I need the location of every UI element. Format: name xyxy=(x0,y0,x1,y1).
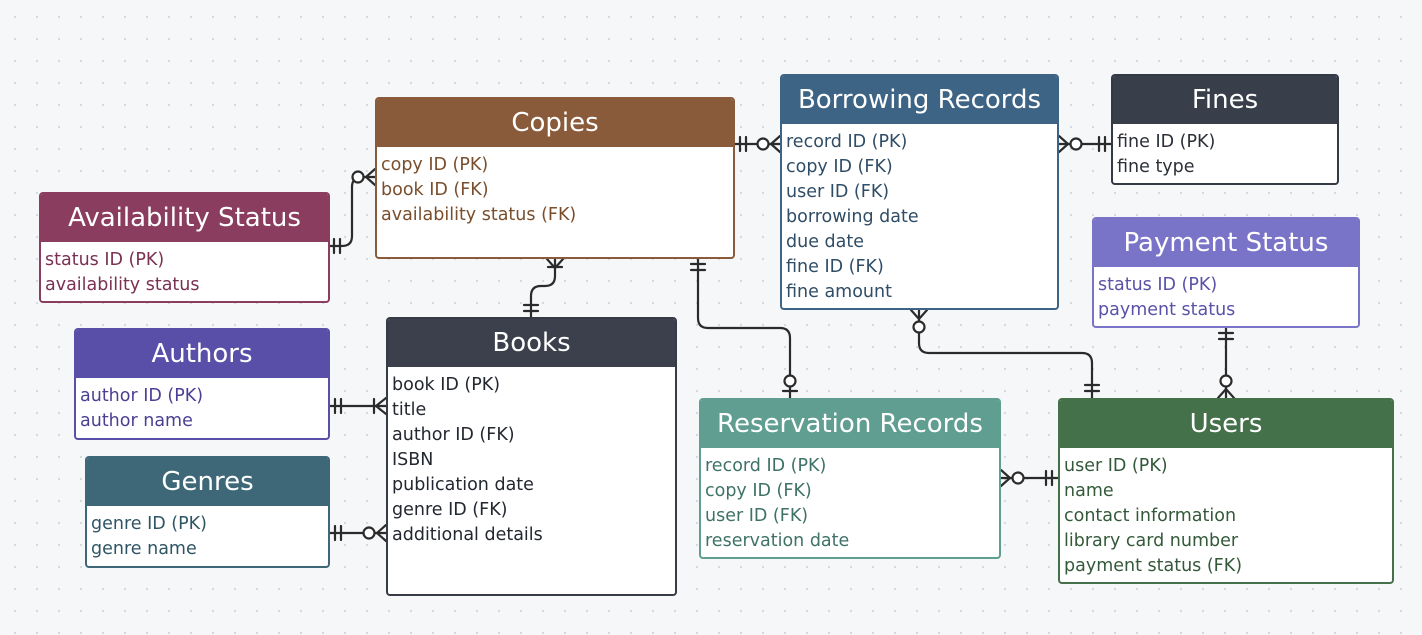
attribute-row: additional details xyxy=(392,525,543,545)
rel-copies-reservation xyxy=(689,257,799,400)
entity-authors[interactable]: Authors author ID (PK) author name xyxy=(74,328,330,440)
attribute-row: record ID (PK) xyxy=(705,456,827,476)
entity-reservation-records[interactable]: Reservation Records record ID (PK) copy I… xyxy=(699,398,1001,559)
attribute-row: publication date xyxy=(392,475,534,495)
attribute-row: reservation date xyxy=(705,531,850,551)
entity-users[interactable]: Users user ID (PK) name contact informatio… xyxy=(1058,398,1394,584)
attribute-row: author ID (PK) xyxy=(80,386,204,406)
entity-copies[interactable]: Copies copy ID (PK) book ID (FK) availabil… xyxy=(375,97,735,259)
entity-title: Genres xyxy=(87,458,328,506)
attribute-row: fine ID (FK) xyxy=(786,257,884,277)
rel-fines-borrowing xyxy=(1057,134,1113,154)
entity-fines[interactable]: Fines fine ID (PK) fine type xyxy=(1111,74,1339,185)
entity-availability-status[interactable]: Availability Status status ID (PK) availa… xyxy=(39,192,330,303)
attribute-list: fine ID (PK) fine type xyxy=(1113,124,1337,180)
entity-title: Authors xyxy=(76,330,328,378)
attribute-list: status ID (PK) payment status xyxy=(1094,267,1358,323)
attribute-row: user ID (FK) xyxy=(705,506,809,526)
attribute-row: copy ID (FK) xyxy=(705,481,812,501)
attribute-row: user ID (PK) xyxy=(1064,456,1168,476)
rel-availability-copies xyxy=(328,167,377,255)
attribute-row: status ID (PK) xyxy=(1098,275,1218,295)
attribute-row: status ID (PK) xyxy=(45,250,165,270)
attribute-row: record ID (PK) xyxy=(786,132,908,152)
entity-title: Payment Status xyxy=(1094,219,1358,267)
attribute-row: fine amount xyxy=(786,282,892,302)
attribute-list: book ID (PK) title author ID (FK) ISBN publi… xyxy=(388,367,675,548)
entity-title: Borrowing Records xyxy=(782,76,1057,124)
attribute-row: name xyxy=(1064,481,1114,501)
attribute-row: book ID (FK) xyxy=(381,180,489,200)
attribute-row: user ID (FK) xyxy=(786,182,890,202)
attribute-row: copy ID (FK) xyxy=(786,157,893,177)
attribute-row: contact information xyxy=(1064,506,1237,526)
attribute-row: copy ID (PK) xyxy=(381,155,489,175)
entity-title: Users xyxy=(1060,400,1392,448)
attribute-row: due date xyxy=(786,232,864,252)
attribute-row: availability status (FK) xyxy=(381,205,577,225)
attribute-row: availability status xyxy=(45,275,200,295)
attribute-row: book ID (PK) xyxy=(392,375,501,395)
entity-payment-status[interactable]: Payment Status status ID (PK) payment sta… xyxy=(1092,217,1360,328)
entity-title: Books xyxy=(388,319,675,367)
attribute-list: user ID (PK) name contact information libra… xyxy=(1060,448,1392,579)
attribute-list: copy ID (PK) book ID (FK) availability sta… xyxy=(377,147,733,228)
rel-books-copies xyxy=(522,257,565,319)
attribute-row: author ID (FK) xyxy=(392,425,515,445)
attribute-row: fine ID (PK) xyxy=(1117,132,1216,152)
attribute-list: record ID (PK) copy ID (FK) user ID (FK) bo… xyxy=(782,124,1057,305)
attribute-list: status ID (PK) availability status xyxy=(41,242,328,298)
entity-title: Copies xyxy=(377,99,733,147)
rel-reservation-users xyxy=(999,468,1060,488)
rel-genres-books xyxy=(328,523,388,543)
attribute-row: borrowing date xyxy=(786,207,919,227)
entity-genres[interactable]: Genres genre ID (PK) genre name xyxy=(85,456,330,568)
entity-title: Fines xyxy=(1113,76,1337,124)
rel-payment-users xyxy=(1216,326,1236,400)
rel-borrowing-users xyxy=(909,308,1101,400)
attribute-row: genre ID (FK) xyxy=(392,500,508,520)
attribute-row: genre name xyxy=(91,539,197,559)
attribute-row: fine type xyxy=(1117,157,1195,177)
attribute-list: genre ID (PK) genre name xyxy=(87,506,328,562)
entity-books[interactable]: Books book ID (PK) title author ID (FK) ISB… xyxy=(386,317,677,596)
attribute-row: library card number xyxy=(1064,531,1239,551)
attribute-row: ISBN xyxy=(392,450,434,470)
rel-copies-borrowing xyxy=(733,134,782,154)
attribute-row: payment status (FK) xyxy=(1064,556,1243,576)
attribute-list: record ID (PK) copy ID (FK) user ID (FK) re… xyxy=(701,448,999,554)
entity-title: Availability Status xyxy=(41,194,328,242)
attribute-row: genre ID (PK) xyxy=(91,514,207,534)
rel-authors-books xyxy=(328,396,388,416)
attribute-row: author name xyxy=(80,411,193,431)
entity-title: Reservation Records xyxy=(701,400,999,448)
attribute-row: title xyxy=(392,400,427,420)
entity-borrowing-records[interactable]: Borrowing Records record ID (PK) copy ID … xyxy=(780,74,1059,310)
attribute-list: author ID (PK) author name xyxy=(76,378,328,434)
attribute-row: payment status xyxy=(1098,300,1236,320)
